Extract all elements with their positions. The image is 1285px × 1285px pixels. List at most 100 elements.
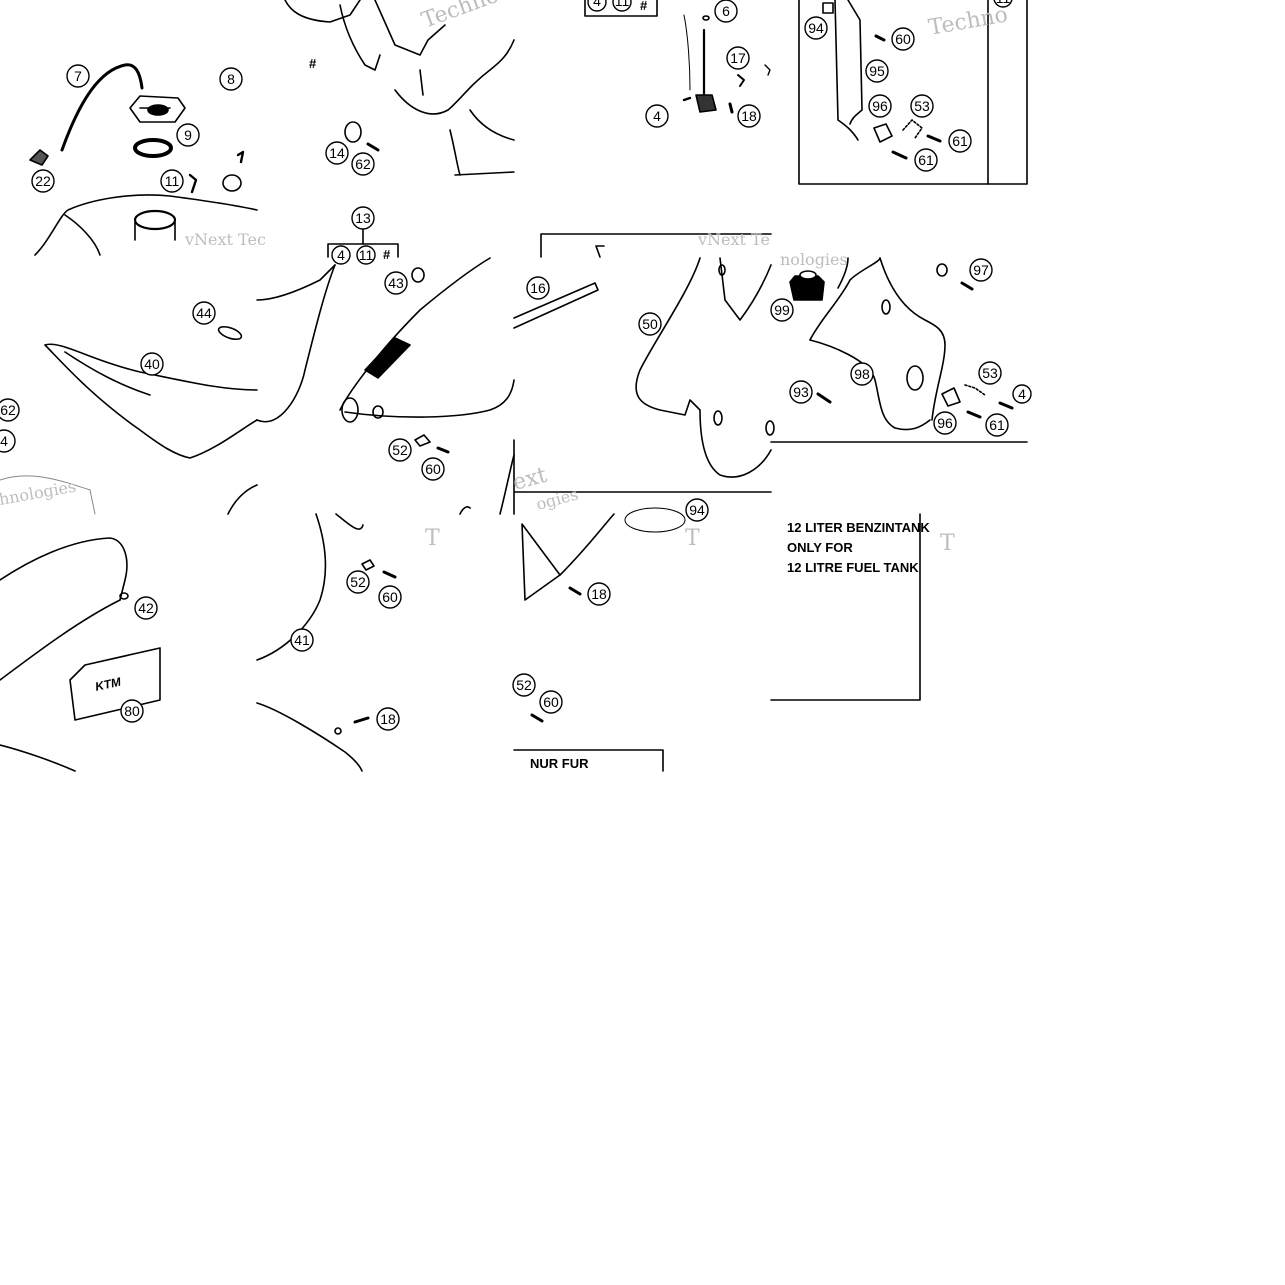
number-plate-50 [635,257,772,478]
svg-text:61: 61 [989,417,1005,433]
svg-text:97: 97 [973,262,989,278]
callout: 14 [325,141,349,165]
washer-52b [361,559,375,571]
frame-tile3-2 [513,439,772,515]
callout: 17 [726,46,750,70]
callout: 22 [31,169,55,193]
callout: 4 [331,245,351,265]
callout: 52 [346,570,370,594]
callout: 41 [290,628,314,652]
svg-text:50: 50 [642,316,658,332]
callout: 6 [714,0,738,23]
svg-text:13: 13 [355,210,371,226]
svg-text:61: 61 [952,133,968,149]
svg-text:8: 8 [227,71,235,87]
svg-text:99: 99 [774,302,790,318]
tank-filler-neck [133,209,177,231]
callout: 7 [66,64,90,88]
svg-text:62: 62 [0,402,16,418]
callout: 80 [120,699,144,723]
screw-93 [816,392,832,404]
svg-text:52: 52 [392,442,408,458]
note-line-2: ONLY FOR [787,540,853,555]
svg-text:60: 60 [543,694,559,710]
clip-17 [737,74,745,87]
callout: 97 [969,258,993,282]
side-panel-41 [256,513,364,772]
callout-box-top [584,0,658,17]
svg-text:94: 94 [689,502,705,518]
callout: 60 [421,457,445,481]
hash-marker: # [640,0,648,13]
svg-text:18: 18 [741,108,757,124]
fuel-tank-top [34,194,258,256]
hose-connector [29,149,49,166]
svg-text:53: 53 [982,365,998,381]
bolt-60c [530,713,544,723]
svg-text:98: 98 [854,366,870,382]
tank-bushing [222,174,242,192]
svg-text:94: 94 [808,20,824,36]
svg-text:60: 60 [382,589,398,605]
svg-text:60: 60 [425,461,441,477]
callout: 11 [993,0,1013,8]
watermark: vNext Tec [184,230,266,249]
cap-gasket [133,138,173,158]
callout: 53 [978,361,1002,385]
svg-text:9: 9 [184,127,192,143]
callout: 43 [384,271,408,295]
callout: 11 [612,0,632,12]
nut-96-mid [941,387,961,407]
svg-text:43: 43 [388,275,404,291]
svg-text:7: 7 [74,68,82,84]
callout: 18 [737,104,761,128]
callout: 53 [910,94,934,118]
watermark: ext [510,463,550,496]
seat-42 [0,537,129,772]
frame-box-top [798,0,1028,185]
watermark: T [425,526,440,551]
svg-text:11: 11 [615,0,630,9]
callout: 94 [685,498,709,522]
svg-text:44: 44 [196,305,212,321]
callout: 4 [0,429,16,453]
callout: 4 [645,104,669,128]
tank-screw [188,173,198,194]
callout: 98 [850,362,874,386]
svg-text:4: 4 [337,247,345,263]
shroud-upper [284,0,515,176]
grommet-43 [411,267,425,283]
svg-text:96: 96 [872,98,888,114]
watermark: nologies [780,250,848,269]
callout: 16 [526,276,550,300]
svg-text:42: 42 [138,600,154,616]
svg-text:17: 17 [730,50,746,66]
callout: 8 [219,67,243,91]
fuel-tap [682,14,717,113]
callout: 44 [192,301,216,325]
callout: 62 [0,398,20,422]
callout: 96 [933,411,957,435]
watermark: vNext Te [697,230,770,249]
bolt-61d [998,401,1014,410]
callout: 40 [140,352,164,376]
bolt-60-top [874,34,886,42]
bolt-60b [382,570,397,579]
callout: 99 [770,298,794,322]
svg-text:61: 61 [918,152,934,168]
watermark: Techno [927,2,1010,40]
svg-text:11: 11 [996,0,1011,6]
svg-text:52: 52 [516,677,532,693]
bolt-60a [436,446,450,454]
callout: 60 [539,690,563,714]
watermark: T [940,531,955,556]
spacer-14 [344,121,362,143]
svg-text:4: 4 [0,433,8,449]
callout: 13 [351,206,375,230]
tank-cap [129,95,186,123]
svg-text:22: 22 [35,173,51,189]
strip-16 [513,282,599,329]
callout: 93 [789,380,813,404]
watermark: Techno [419,0,503,34]
